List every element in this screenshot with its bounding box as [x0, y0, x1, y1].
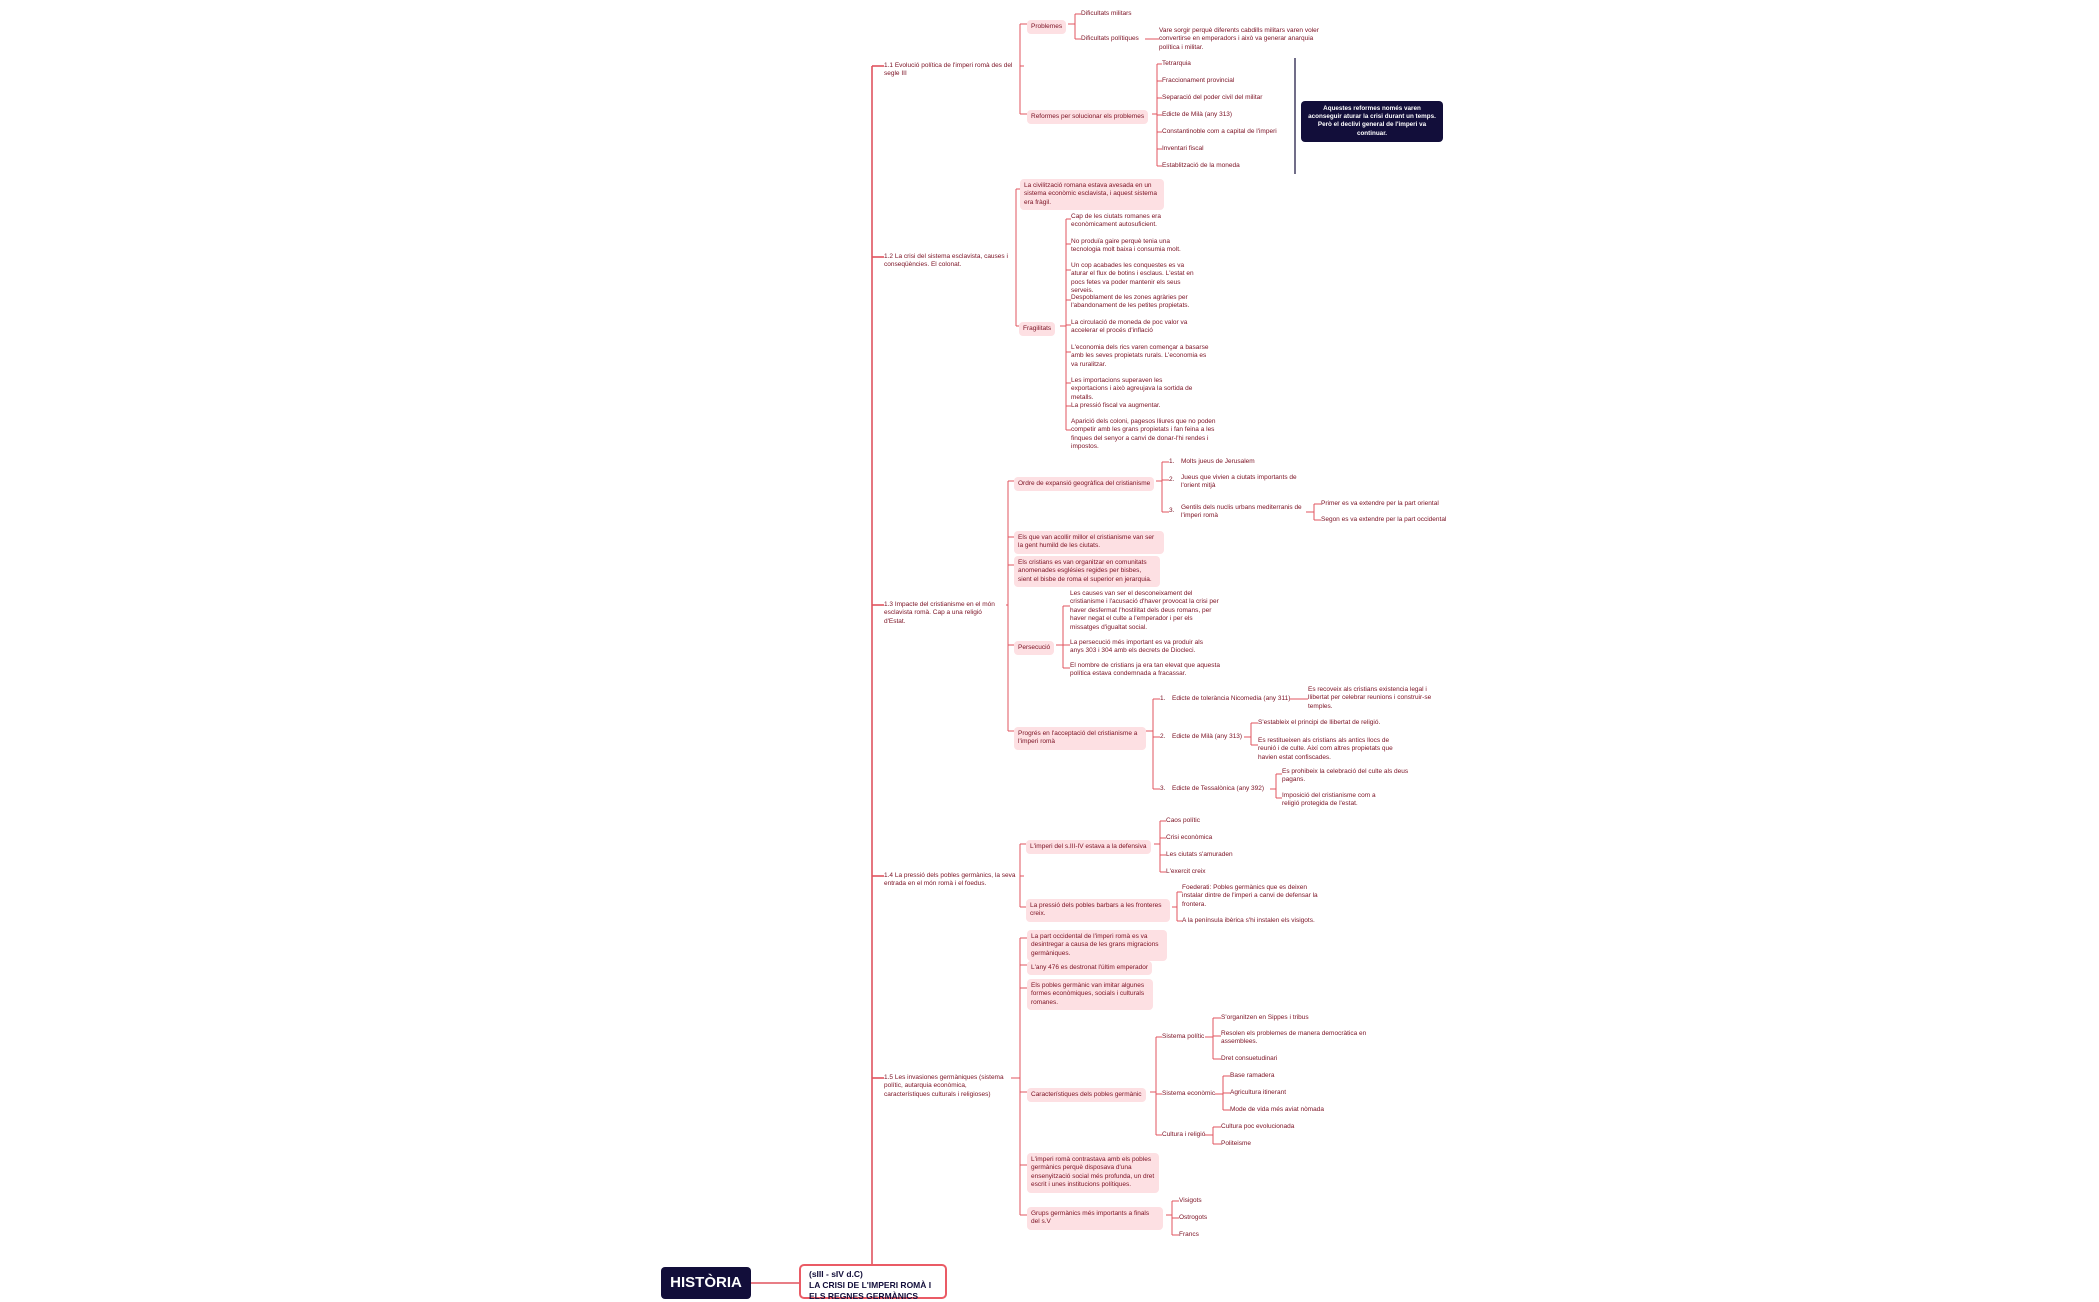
fragilitat-item[interactable]: L'economia dels rics varen començar a ba…	[1071, 344, 1209, 368]
ordre-item[interactable]: Molts jueus de Jerusalem	[1181, 458, 1255, 465]
ordre-item[interactable]: Jueus que vivien a ciutats importants de…	[1181, 474, 1297, 490]
fragilitat-item[interactable]: Cap de les ciutats romanes era econòmica…	[1071, 213, 1161, 229]
ordre-num: 1.	[1169, 458, 1175, 465]
ordre-expansio-node[interactable]: Ordre de expansió geogràfica del cristia…	[1014, 477, 1155, 492]
edicte-num: 2.	[1160, 733, 1166, 740]
dificultats-politiques-desc[interactable]: Vare sorgir perquè diferents cabdills mi…	[1159, 27, 1319, 51]
gentils-item[interactable]: Segon es va extendre per la part occiden…	[1321, 516, 1447, 523]
defensiva-node[interactable]: L'imperi del s.III-IV estava a la defens…	[1026, 840, 1151, 855]
imitar-node[interactable]: Els pobles germànic van imitar algunes f…	[1027, 979, 1153, 1011]
sistema-politic-item[interactable]: Dret consuetudinari	[1221, 1055, 1278, 1062]
defensiva-item[interactable]: L'exercit creix	[1166, 868, 1206, 875]
fragilitat-item[interactable]: La circulació de moneda de poc valor va …	[1071, 319, 1188, 335]
reforma-item[interactable]: Constantinoble com a capital de l'imperi	[1162, 128, 1277, 135]
persecucio-item[interactable]: El nombre de cristians ja era tan elevat…	[1070, 662, 1220, 678]
section-1-5-title[interactable]: 1.5 Les invasiones germàniques (sistema …	[884, 1074, 1004, 1098]
pressio-node[interactable]: La pressió dels pobles barbars a les fro…	[1026, 899, 1170, 922]
sistema-economic-item[interactable]: Agricultura itinerant	[1230, 1089, 1286, 1096]
persecucio-item[interactable]: La persecució més important es va produi…	[1070, 639, 1203, 655]
fragilitats-node[interactable]: Fragilitats	[1019, 322, 1056, 337]
sistema-economic-node[interactable]: Sistema econòmic	[1162, 1090, 1216, 1097]
reformes-note[interactable]: Aquestes reformes només varen aconseguir…	[1301, 101, 1443, 142]
persecucio-node[interactable]: Persecució	[1014, 641, 1055, 656]
section-1-4-title[interactable]: 1.4 La pressió dels pobles germànics, la…	[884, 872, 1016, 888]
section-1-1-title[interactable]: 1.1 Evolució política de l'imperi romà d…	[884, 62, 1013, 78]
part-occidental-node[interactable]: La part occidental de l'imperi romà es v…	[1027, 930, 1167, 962]
comunitats-node[interactable]: Els cristians es van organitzar en comun…	[1014, 556, 1160, 588]
section-1-2-title[interactable]: 1.2 La crisi del sistema esclavista, cau…	[884, 253, 1008, 269]
sistema-esclavista-intro[interactable]: La civilització romana estava avesada en…	[1020, 179, 1164, 211]
fragilitat-item[interactable]: Un cop acabades les conquestes es va atu…	[1071, 262, 1194, 295]
acollir-node[interactable]: Els que van acollir millor el cristianis…	[1014, 531, 1164, 554]
reforma-item[interactable]: Edicte de Milà (any 313)	[1162, 111, 1233, 118]
dificultats-politiques[interactable]: Dificultats polítiques	[1081, 35, 1139, 42]
reforma-item[interactable]: Inventari fiscal	[1162, 145, 1204, 152]
reformes-node[interactable]: Reformes per solucionar els problemes	[1027, 110, 1149, 125]
defensiva-item[interactable]: Caos polític	[1166, 817, 1200, 824]
tessalonica-item[interactable]: Imposició del cristianisme com a religió…	[1282, 792, 1376, 808]
ordre-num: 3.	[1169, 507, 1175, 514]
pressio-item[interactable]: Foederati: Pobles germànics que es deixe…	[1182, 884, 1318, 908]
fragilitat-item[interactable]: Despoblament de les zones agràries per l…	[1071, 294, 1190, 310]
sistema-politic-item[interactable]: S'organitzen en Sippes i tribus	[1221, 1014, 1309, 1021]
grup-item[interactable]: Francs	[1179, 1231, 1199, 1238]
mila-item[interactable]: S'estableix el principi de llibertat de …	[1258, 719, 1381, 726]
main-topic-node[interactable]: (sIII - sIV d.C) LA CRISI DE L'IMPERI RO…	[799, 1264, 947, 1302]
problemes-node[interactable]: Problemes	[1027, 20, 1067, 35]
fragilitat-item[interactable]: La pressió fiscal va augmentar.	[1071, 402, 1161, 409]
tessalonica-item[interactable]: Es prohibeix la celebració del culte als…	[1282, 768, 1409, 784]
fragilitat-item[interactable]: Les importacions superaven les exportaci…	[1071, 377, 1193, 401]
fragilitat-item[interactable]: Aparició dels coloni, pagesos lliures qu…	[1071, 418, 1216, 451]
sistema-politic-item[interactable]: Resolen els problemes de manera democràt…	[1221, 1030, 1367, 1046]
nicomedia-desc[interactable]: Es recoveix als cristians existencia leg…	[1308, 686, 1432, 710]
mila-item[interactable]: Es restitueixen als cristians als antics…	[1258, 737, 1393, 761]
root-node[interactable]: HISTÒRIA	[661, 1267, 751, 1299]
contrastava-node[interactable]: L'imperi romà contrastava amb els pobles…	[1027, 1153, 1159, 1193]
edicte-num: 1.	[1160, 695, 1166, 702]
fragilitat-item[interactable]: No produïa gaire perquè tenia una tecnol…	[1071, 238, 1181, 254]
grups-node[interactable]: Grups germànics més importants a finals …	[1027, 1207, 1163, 1230]
main-topic-dates: (sIII - sIV d.C)	[809, 1269, 863, 1279]
caracteristiques-node[interactable]: Característiques dels pobles germànic	[1027, 1088, 1146, 1103]
reforma-item[interactable]: Tetrarquia	[1162, 60, 1191, 67]
section-1-3-title[interactable]: 1.3 Impacte del cristianisme en el món e…	[884, 601, 995, 625]
reforma-item[interactable]: Establització de la moneda	[1162, 162, 1240, 169]
defensiva-item[interactable]: Crisi econòmica	[1166, 834, 1213, 841]
cultura-node[interactable]: Cultura i religió	[1162, 1131, 1206, 1138]
persecucio-item[interactable]: Les causes van ser el desconeixament del…	[1070, 590, 1219, 631]
grup-item[interactable]: Ostrogots	[1179, 1214, 1208, 1221]
ordre-num: 2.	[1169, 476, 1175, 483]
dificultats-militars[interactable]: Dificultats militars	[1081, 10, 1132, 17]
sistema-politic-node[interactable]: Sistema polític	[1162, 1033, 1205, 1040]
sistema-economic-item[interactable]: Mode de vida més aviat nòmada	[1230, 1106, 1324, 1113]
progres-node[interactable]: Progrés en l'acceptació del cristianisme…	[1014, 727, 1146, 750]
edicte-tessalonica[interactable]: Edicte de Tessalònica (any 392)	[1172, 785, 1265, 792]
edicte-nicomedia[interactable]: Edicte de tolerància Nicomedia (any 311)	[1172, 695, 1291, 702]
defensiva-item[interactable]: Les ciutats s'amuraden	[1166, 851, 1233, 858]
pressio-item[interactable]: A la península ibèrica s'hi instalen els…	[1182, 917, 1315, 924]
cultura-item[interactable]: Politeisme	[1221, 1140, 1251, 1147]
reforma-item[interactable]: Fraccionament provincial	[1162, 77, 1235, 84]
main-topic-title: LA CRISI DE L'IMPERI ROMÀ I ELS REGNES G…	[809, 1280, 932, 1302]
cultura-item[interactable]: Cultura poc evolucionada	[1221, 1123, 1295, 1130]
sistema-economic-item[interactable]: Base ramadera	[1230, 1072, 1275, 1079]
gentils-item[interactable]: Primer es va extendre per la part orient…	[1321, 500, 1439, 507]
reforma-item[interactable]: Separació del poder civil del militar	[1162, 94, 1263, 101]
grup-item[interactable]: Visigots	[1179, 1197, 1202, 1204]
edicte-mila[interactable]: Edicte de Milà (any 313)	[1172, 733, 1243, 740]
any476-node[interactable]: L'any 476 es destronat l'últim emperador	[1027, 961, 1153, 976]
ordre-item[interactable]: Gentils dels nuclis urbans mediterranis …	[1181, 504, 1302, 520]
edicte-num: 3.	[1160, 785, 1166, 792]
